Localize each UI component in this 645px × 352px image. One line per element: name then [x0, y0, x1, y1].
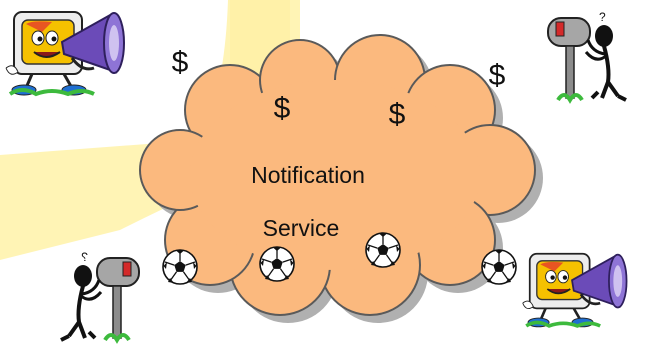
soccer-ball-icon [365, 232, 401, 268]
soccer-ball-icon [162, 249, 198, 285]
dollar-sign: $ [489, 59, 506, 92]
publisher-megaphone-monitor-icon [4, 10, 126, 97]
dollar-sign: $ [172, 46, 189, 79]
cloud-label-line1: Notification [251, 162, 365, 188]
subscriber-mailbox-stickfigure-icon [59, 248, 141, 342]
subscriber-mailbox-stickfigure-icon [546, 8, 628, 102]
dollar-sign: $ [274, 92, 291, 125]
soccer-ball-icon [481, 249, 517, 285]
cloud-core [190, 80, 480, 270]
dollar-sign: $ [389, 98, 406, 131]
publisher-megaphone-monitor-icon [520, 252, 629, 329]
soccer-ball-icon [259, 246, 295, 282]
cloud-label-line2: Service [263, 215, 340, 241]
